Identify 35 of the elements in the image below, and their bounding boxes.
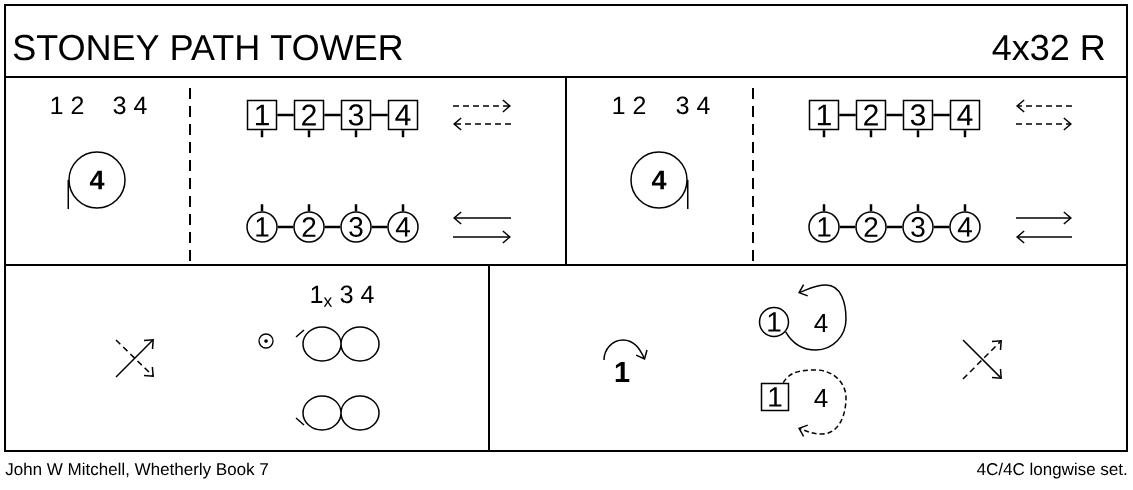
footer-text: John W Mitchell, Whetherly Book 7 bbox=[5, 462, 268, 479]
numbered-square: 4 bbox=[949, 99, 981, 131]
connector-line bbox=[371, 225, 388, 229]
numbered-square: 3 bbox=[340, 99, 372, 131]
position-numbers: 1$_{x}$ 3 4 bbox=[311, 285, 374, 307]
position-numbers: 1 2 bbox=[51, 96, 84, 114]
connector-line bbox=[277, 113, 294, 117]
connector-line bbox=[839, 225, 856, 229]
numbered-square: 2 bbox=[855, 99, 887, 131]
header-label: 4x32 R bbox=[992, 34, 1105, 61]
connector-line bbox=[933, 225, 950, 229]
connector-line bbox=[324, 225, 341, 229]
position-numbers: 3 4 bbox=[113, 96, 147, 115]
numbered-square: 3 bbox=[902, 99, 934, 131]
title: STONEY PATH TOWER bbox=[13, 34, 402, 61]
footer-text: 4C/4C longwise set. bbox=[977, 462, 1127, 479]
connector-line bbox=[839, 113, 856, 117]
connector-line bbox=[886, 113, 903, 117]
numbered-square: 1 bbox=[808, 99, 840, 131]
number-label: 4 bbox=[814, 314, 828, 332]
numbered-square: 1 bbox=[246, 99, 278, 131]
connector-line bbox=[371, 113, 388, 117]
position-numbers: 1 2 bbox=[613, 96, 646, 114]
numbered-square: 4 bbox=[387, 99, 419, 131]
curved-arrow bbox=[782, 369, 847, 438]
numbered-square: 1 bbox=[760, 382, 790, 412]
connector-line bbox=[277, 225, 294, 229]
curved-arrow bbox=[784, 283, 847, 351]
connector-line bbox=[324, 113, 341, 117]
connector-line bbox=[933, 113, 950, 117]
connector-line bbox=[886, 225, 903, 229]
numbered-square: 2 bbox=[293, 99, 325, 131]
number-label: 4 bbox=[814, 389, 828, 407]
bold-number: 1 bbox=[615, 362, 630, 382]
position-numbers: 3 4 bbox=[676, 96, 710, 115]
